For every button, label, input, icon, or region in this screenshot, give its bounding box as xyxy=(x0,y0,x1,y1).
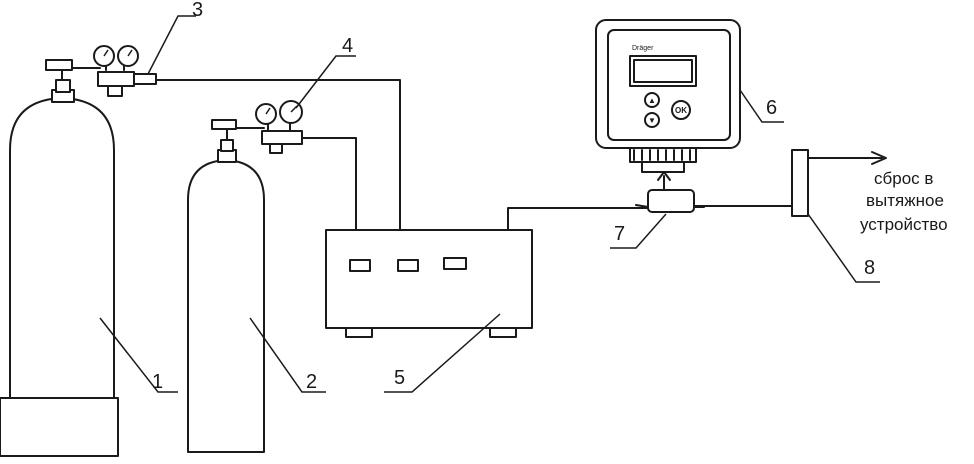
calibration-adapter-7 xyxy=(635,189,705,213)
gas-cylinder-2 xyxy=(187,139,265,453)
label-3: 3 xyxy=(192,0,203,21)
label-1: 1 xyxy=(152,371,163,393)
ok-button xyxy=(671,100,691,120)
exhaust-note-line-3: устройство xyxy=(860,215,948,234)
leader-lines xyxy=(99,15,880,393)
down-button-glyph: ▼ xyxy=(648,116,656,125)
exhaust-arrow-icon xyxy=(871,151,887,165)
label-8: 8 xyxy=(864,257,875,279)
label-6: 6 xyxy=(766,97,777,119)
ok-button-label: OK xyxy=(675,106,687,115)
exhaust-note-line-2: вытяжное xyxy=(866,191,944,210)
exhaust-outlet-8 xyxy=(791,149,887,217)
gas-detector-6: Dräger ▲ ▼ OK xyxy=(595,19,741,191)
detector-brand-text: Dräger xyxy=(632,45,654,52)
unit-5-indicator-2 xyxy=(397,259,419,272)
gas-cylinder-1 xyxy=(0,79,119,457)
unit-5-indicator-3 xyxy=(443,257,467,270)
up-button xyxy=(644,92,660,108)
dilution-unit-5 xyxy=(325,229,533,338)
pressure-regulator-4 xyxy=(211,100,303,154)
pressure-regulator-3 xyxy=(45,45,157,97)
label-5: 5 xyxy=(394,367,405,389)
down-button xyxy=(644,112,660,128)
up-button-glyph: ▲ xyxy=(648,96,656,105)
label-2: 2 xyxy=(306,371,317,393)
unit-5-indicator-1 xyxy=(349,259,371,272)
gas-lines xyxy=(155,79,793,231)
label-4: 4 xyxy=(342,35,353,57)
label-7: 7 xyxy=(614,223,625,245)
exhaust-note-line-1: сброс в xyxy=(874,169,933,188)
